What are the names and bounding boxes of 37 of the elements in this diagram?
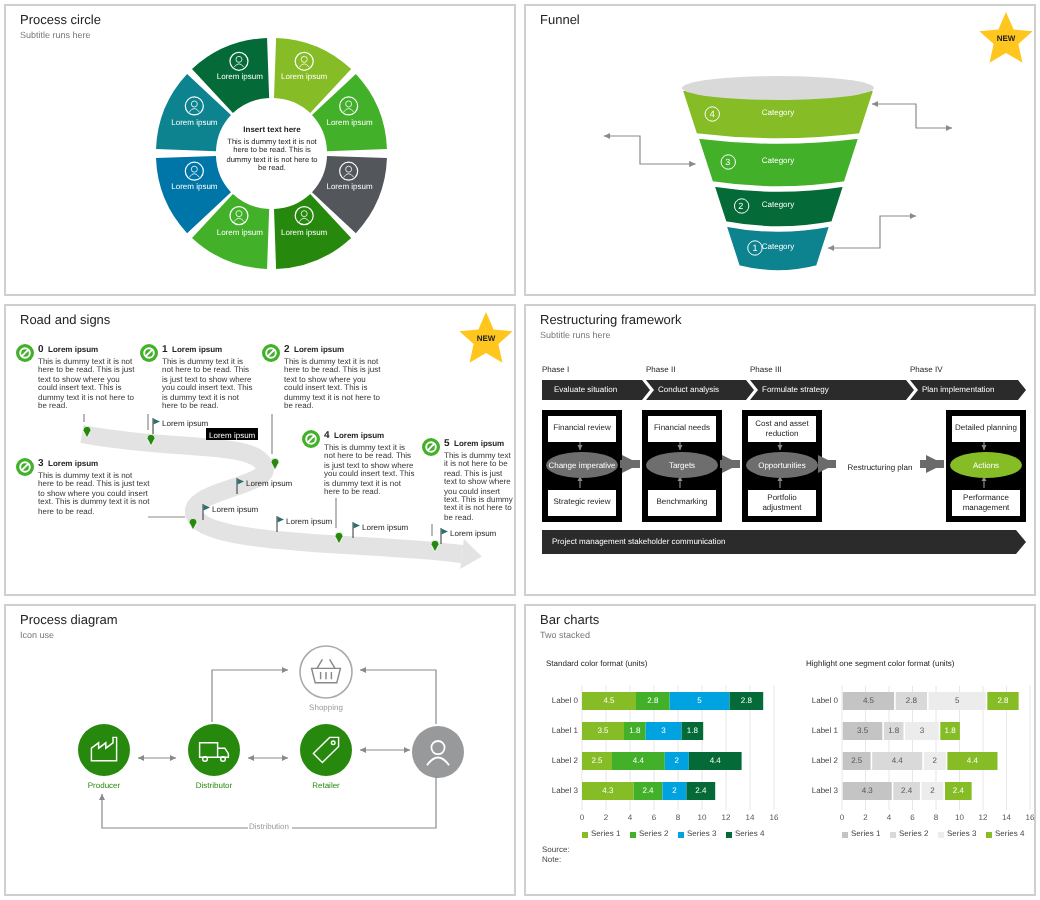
slide-panel — [4, 4, 516, 296]
arrow — [777, 475, 783, 489]
column-panel — [542, 410, 622, 522]
leader-line — [603, 132, 697, 168]
leader-line — [271, 413, 273, 455]
leader-line — [431, 523, 433, 537]
slide-panel — [4, 304, 516, 596]
leader-line — [827, 212, 917, 252]
leader-line — [871, 100, 953, 132]
leader-line — [83, 413, 85, 423]
column-panel — [946, 410, 1026, 522]
arrow — [720, 455, 740, 473]
arrow — [818, 455, 836, 473]
arrow — [677, 439, 683, 451]
arrow — [211, 666, 289, 723]
arrow — [577, 475, 583, 489]
arrow — [247, 754, 289, 762]
column-panel — [742, 410, 822, 522]
arrow — [98, 775, 437, 829]
arrow — [359, 746, 411, 754]
arrow — [981, 439, 987, 451]
slide-panel — [524, 304, 1036, 596]
slide-panel — [524, 4, 1036, 296]
leader-line — [147, 516, 186, 518]
arrow — [137, 754, 177, 762]
arrow — [777, 439, 783, 451]
slide-panel — [4, 604, 516, 896]
arrow — [981, 475, 987, 489]
leader-line — [335, 497, 337, 529]
arrow — [620, 455, 640, 473]
column-panel — [642, 410, 722, 522]
arrow — [920, 455, 944, 473]
leader-line — [147, 413, 149, 431]
arrow — [359, 666, 437, 725]
slide-panel — [524, 604, 1036, 896]
arrow — [577, 439, 583, 451]
arrow — [677, 475, 683, 489]
